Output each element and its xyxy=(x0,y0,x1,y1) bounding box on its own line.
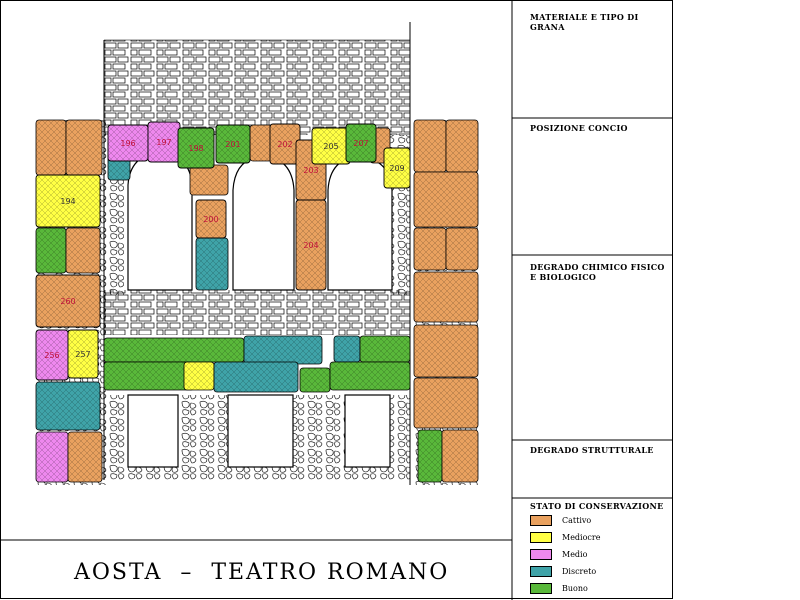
panel-title-stato: STATO DI CONSERVAZIONE xyxy=(530,501,664,511)
stone-block-hatch xyxy=(360,336,410,362)
stone-block-hatch xyxy=(414,378,478,428)
stone-block-hatch xyxy=(442,430,478,482)
stone-block-label-256: 256 xyxy=(44,351,59,360)
stone-block-hatch xyxy=(66,120,102,175)
stone-block-label-205: 205 xyxy=(323,142,338,151)
stone-block-hatch-201 xyxy=(216,125,250,163)
stone-block-label-202: 202 xyxy=(277,140,292,149)
stone-block-hatch-205 xyxy=(312,128,350,164)
stone-block-hatch-200 xyxy=(196,200,226,238)
stone-block-hatch-257 xyxy=(68,330,98,378)
stone-block-hatch xyxy=(414,172,478,227)
panel-title-posizione: POSIZIONE CONCIO xyxy=(530,123,628,133)
stone-blocks: 194 196 197 198 200 201 202 203 204 205 207 209 256 2… xyxy=(35,119,479,483)
legend-swatch-cattivo xyxy=(530,515,552,526)
stone-block-label-209: 209 xyxy=(389,164,404,173)
panel-title-degrado-chimico: DEGRADO CHIMICO FISICO E BIOLOGICO xyxy=(530,262,665,282)
panel-title-materiale: MATERIALE E TIPO DI GRANA xyxy=(530,12,639,32)
stone-block-label-196: 196 xyxy=(120,139,135,148)
stone-block-hatch xyxy=(36,228,66,273)
stone-block-label-194: 194 xyxy=(60,197,75,206)
stone-block-label-207: 207 xyxy=(353,139,368,148)
stone-block-label-201: 201 xyxy=(225,140,240,149)
stone-block-hatch xyxy=(244,336,322,364)
panel-title-degrado-strutturale: DEGRADO STRUTTURALE xyxy=(530,445,654,455)
legend-swatch-mediocre xyxy=(530,532,552,543)
stone-block-hatch xyxy=(184,362,214,390)
stone-block-hatch xyxy=(418,430,442,482)
stone-block-hatch xyxy=(68,432,102,482)
stone-block-label-260: 260 xyxy=(60,297,75,306)
lower-openings xyxy=(127,394,391,468)
stone-block-hatch xyxy=(104,362,194,390)
legend-label-discreto: Discreto xyxy=(562,567,597,576)
legend-label-buono: Buono xyxy=(562,584,588,593)
stone-block-hatch xyxy=(414,120,446,172)
stone-block-label-198: 198 xyxy=(188,144,203,153)
legend-swatch-medio xyxy=(530,549,552,560)
stone-block-hatch xyxy=(334,336,360,362)
stone-block-hatch xyxy=(36,120,66,175)
legend-swatch-buono xyxy=(530,583,552,594)
stone-block-label-204: 204 xyxy=(303,241,318,250)
stone-block-hatch xyxy=(446,228,478,270)
stone-block-hatch-204 xyxy=(296,200,326,290)
stone-block-label-200: 200 xyxy=(203,215,218,224)
legend-label-cattivo: Cattivo xyxy=(562,516,592,525)
page-title: AOSTA – TEATRO ROMANO xyxy=(74,560,450,585)
legend-label-mediocre: Mediocre xyxy=(562,533,601,542)
stone-block-hatch xyxy=(414,228,446,270)
stone-block-hatch xyxy=(446,120,478,172)
stone-block-hatch xyxy=(414,325,478,377)
stone-block-hatch xyxy=(250,125,272,161)
stone-block-label-203: 203 xyxy=(303,166,318,175)
stone-block-hatch xyxy=(214,362,298,392)
stone-block-hatch-256 xyxy=(36,330,68,380)
stone-block-hatch-209 xyxy=(384,148,410,188)
stone-block-hatch-196 xyxy=(108,125,148,161)
upper-arches xyxy=(127,151,393,291)
stone-block-hatch xyxy=(66,228,100,273)
stone-block-hatch-194 xyxy=(36,175,100,227)
stone-block-hatch-207 xyxy=(346,124,376,162)
stone-block-label-257: 257 xyxy=(75,350,90,359)
stone-block-hatch xyxy=(36,432,68,482)
stone-block-hatch-260 xyxy=(36,275,100,327)
stone-block-label-197: 197 xyxy=(156,138,171,147)
stone-block-hatch xyxy=(300,368,330,392)
stone-block-hatch xyxy=(104,338,244,362)
stone-block-hatch-202 xyxy=(270,124,300,164)
stone-block-hatch xyxy=(330,362,410,390)
legend-label-medio: Medio xyxy=(562,550,588,559)
stone-block-hatch xyxy=(36,382,100,430)
stone-block-hatch xyxy=(190,165,228,195)
legend-swatch-discreto xyxy=(530,566,552,577)
stone-block-hatch-198 xyxy=(178,128,214,168)
stone-block-hatch-197 xyxy=(148,122,180,162)
stone-block-hatch xyxy=(414,272,478,322)
stone-block-hatch xyxy=(196,238,228,290)
